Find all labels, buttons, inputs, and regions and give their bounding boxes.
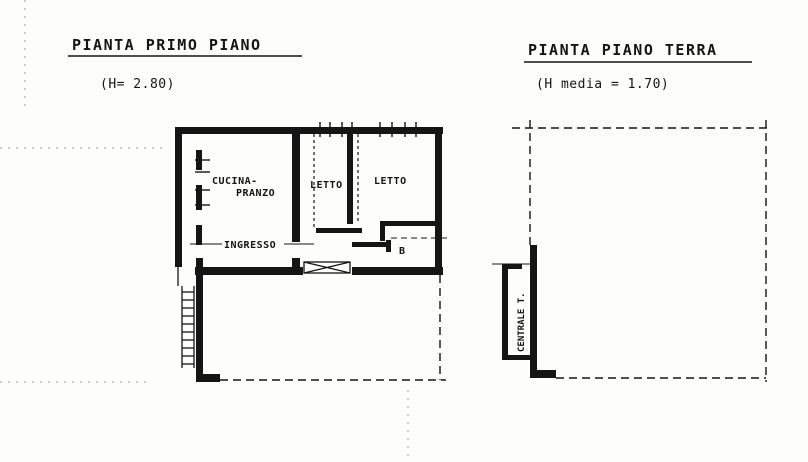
- closet-dashed-lines: [313, 134, 359, 228]
- left-wall-window-jambs: [196, 150, 202, 245]
- boiler-room-label: CENTRALE T.: [517, 292, 527, 352]
- first-floor-title: PIANTA PRIMO PIANO: [72, 36, 262, 54]
- bedroom-a-label: LETTO: [310, 180, 343, 191]
- first-floor-windows: [195, 122, 417, 206]
- first-floor-plan: PIANTA PRIMO PIANO (H= 2.80): [68, 36, 450, 382]
- ground-floor-walls: [502, 245, 556, 378]
- exterior-staircase: [177, 134, 195, 368]
- scan-artefacts: [0, 0, 409, 462]
- kitchen-label-line2: PRANZO: [236, 188, 275, 199]
- first-floor-terrace-outline: [220, 275, 446, 381]
- first-floor-height-note: (H= 2.80): [100, 77, 175, 92]
- ground-floor-plan: PIANTA PIANO TERRA (H media = 1.70) CENT…: [492, 41, 772, 382]
- entrance-label: INGRESSO: [224, 240, 276, 251]
- bedroom-b-label: LETTO: [374, 176, 407, 187]
- ground-floor-title: PIANTA PIANO TERRA: [528, 41, 718, 59]
- entrance-door: [303, 261, 351, 274]
- bathroom-label: B: [399, 246, 406, 257]
- ground-floor-height-note: (H media = 1.70): [536, 77, 669, 92]
- entrance-dimension-line: [190, 237, 450, 245]
- ground-floor-dashed-outline: [512, 120, 772, 382]
- kitchen-label-line1: CUCINA-: [212, 176, 258, 187]
